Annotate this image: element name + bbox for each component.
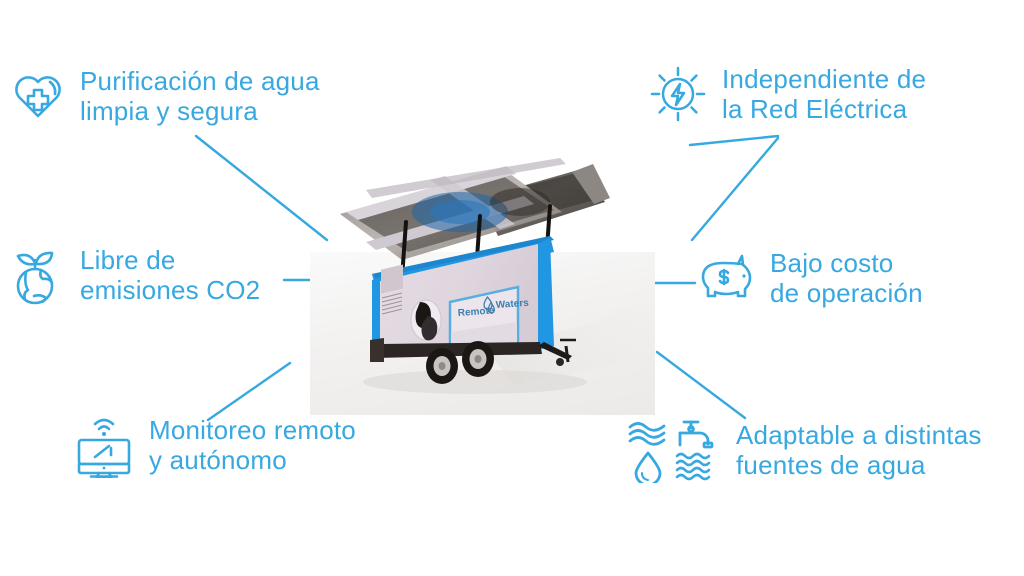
faucet-tap-icon xyxy=(678,420,714,448)
water-lines-icon xyxy=(675,452,711,480)
feature-label: Libre de emisiones CO2 xyxy=(80,244,261,305)
feature-label: Bajo costo de operación xyxy=(770,248,923,309)
feature-label: Independiente de la Red Eléctrica xyxy=(722,64,927,125)
feature-label: Adaptable a distintas fuentes de agua xyxy=(736,419,982,480)
connector-purificacion xyxy=(194,134,329,242)
globe-leaf-icon xyxy=(16,251,54,305)
product-render-remote-waters-trailer: Remote Waters xyxy=(340,158,660,394)
water-drop-icon xyxy=(634,451,662,483)
feature-label: Purificación de agua limpia y segura xyxy=(80,66,320,127)
feature-adaptable[interactable]: Adaptable a distintas fuentes de agua xyxy=(624,417,982,483)
trailer-body: Remote Waters xyxy=(372,236,554,352)
solar-panel-assembly xyxy=(340,158,610,280)
sun-lightning-bolt-icon xyxy=(650,66,706,122)
feature-purificacion[interactable]: Purificación de agua limpia y segura xyxy=(10,66,320,126)
connector-independiente-b xyxy=(690,136,780,242)
heart-medical-cross-icon xyxy=(15,76,61,118)
piggy-bank-dollar-icon xyxy=(701,254,752,298)
feature-bajo-costo[interactable]: Bajo costo de operación xyxy=(698,248,923,308)
connector-adaptable xyxy=(655,350,747,420)
feature-libre-emisiones[interactable]: Libre de emisiones CO2 xyxy=(8,244,260,306)
monitor-wifi-icon xyxy=(77,418,131,478)
connector-independiente xyxy=(688,134,780,147)
trailer-chassis xyxy=(370,338,576,384)
feature-monitoreo[interactable]: Monitoreo remoto y autónomo xyxy=(73,412,356,478)
waves-icon xyxy=(628,421,666,446)
feature-independiente[interactable]: Independiente de la Red Eléctrica xyxy=(648,64,926,124)
svg-text:Waters: Waters xyxy=(495,298,529,311)
product-logo: Remote Waters xyxy=(457,295,530,319)
water-sources-icon-grid xyxy=(624,417,720,483)
feature-label: Monitoreo remoto y autónomo xyxy=(149,414,356,475)
